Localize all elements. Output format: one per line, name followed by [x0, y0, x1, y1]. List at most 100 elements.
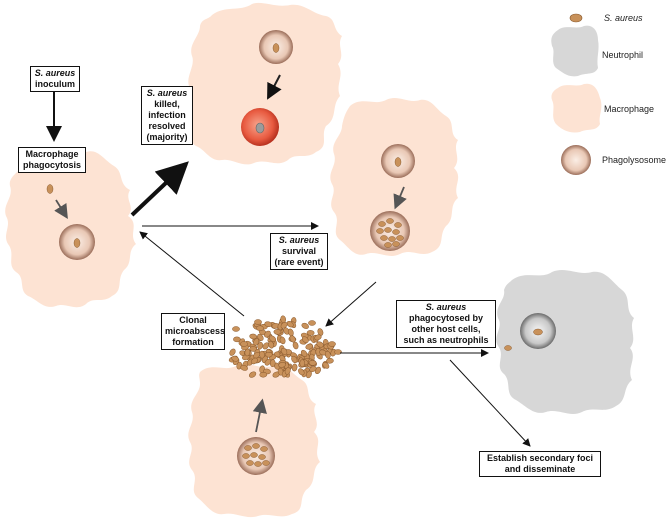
abscess-bacterium — [291, 355, 298, 364]
abscess-bacterium — [299, 359, 306, 368]
phagocytosed-line2: phagocytosed by — [408, 313, 483, 323]
clonal-line2: microabscess — [165, 326, 226, 336]
microabscess-cluster — [228, 315, 342, 379]
abscess-bacterium — [229, 348, 236, 356]
abscess-bacterium — [278, 361, 286, 368]
abscess-bacterium — [314, 334, 322, 341]
abscess-bacterium — [279, 336, 286, 345]
abscess-bacterium — [264, 321, 272, 328]
phagocytosed-line1: S. aureus — [425, 302, 467, 312]
abscess-bacterium — [253, 351, 261, 359]
secondary-line2: and disseminate — [504, 464, 576, 474]
abscess-bacterium — [280, 322, 288, 329]
killed-line5: (majority) — [146, 132, 188, 142]
secondary-box: Establish secondary foci and disseminate — [479, 451, 601, 477]
abscess-bacterium — [286, 321, 294, 328]
abscess-bacterium — [240, 341, 248, 347]
legend-s-aureus-icon — [569, 13, 583, 23]
legend-neutrophil-icon — [551, 25, 599, 77]
arrow-bottom-inner — [252, 398, 267, 433]
abscess-bacterium — [326, 358, 334, 364]
abscess-bacterium — [325, 350, 331, 359]
abscess-bacterium — [306, 330, 315, 336]
arrow-survival-to-abscess — [325, 281, 377, 327]
secondary-line1: Establish secondary foci — [486, 453, 594, 463]
phagocytosis-line2: phagocytosis — [22, 160, 81, 170]
abscess-bacterium — [264, 358, 272, 366]
abscess-bacterium — [291, 363, 298, 372]
abscess-bacterium — [259, 371, 268, 378]
abscess-bacterium — [305, 343, 313, 350]
survival-line3: (rare event) — [274, 257, 324, 267]
abscess-bacterium — [254, 319, 262, 325]
abscess-bacterium — [232, 326, 240, 332]
abscess-bacterium — [273, 329, 282, 335]
s-aureus-bacterium — [504, 345, 512, 351]
killed-box: S. aureus killed, infection resolved (ma… — [141, 86, 193, 145]
arrow-abscess-to-macrophage — [139, 231, 245, 317]
abscess-bacterium — [322, 362, 330, 369]
arrow-top-inner — [267, 74, 282, 100]
killed-line3: infection — [148, 110, 186, 120]
abscess-bacterium — [257, 341, 263, 350]
phagocytosed-line3: other host cells, — [411, 324, 481, 334]
abscess-bacterium — [262, 342, 270, 350]
abscess-bacterium — [264, 330, 271, 338]
s-aureus-bacterium — [533, 328, 543, 336]
phagocytosed-box: S. aureus phagocytosed by other host cel… — [396, 300, 496, 348]
s-aureus-bacterium — [73, 238, 81, 248]
phagocytosed-line4: such as neutrophils — [403, 335, 489, 345]
inoculum-box: S. aureus inoculum — [30, 66, 80, 92]
abscess-bacterium — [268, 335, 277, 342]
legend-label-s-aureus: S. aureus — [604, 13, 643, 23]
killed-line2: killed, — [154, 99, 180, 109]
clonal-line3: formation — [172, 337, 214, 347]
survival-box: S. aureus survival (rare event) — [270, 233, 328, 270]
abscess-bacterium — [244, 348, 251, 357]
arrow-right-inner — [393, 186, 407, 210]
phagocytosis-box: Macrophage phagocytosis — [18, 147, 86, 173]
legend-macrophage-icon — [551, 83, 602, 133]
abscess-bacterium — [308, 320, 316, 326]
abscess-bacterium — [316, 341, 324, 348]
abscess-bacterium — [280, 347, 288, 355]
arrow-to-secondary — [449, 359, 531, 447]
abscess-bacterium — [301, 336, 309, 344]
clonal-line1: Clonal — [179, 315, 207, 325]
abscess-bacterium — [317, 328, 324, 336]
survival-line2: survival — [281, 246, 317, 256]
abscess-bacterium — [308, 360, 317, 366]
killed-bacterium — [255, 122, 265, 134]
legend-phagolysosome-icon — [561, 145, 591, 175]
inoculum-line1: S. aureus — [34, 68, 76, 78]
survival-line1: S. aureus — [278, 235, 320, 245]
macrophage-top — [188, 2, 342, 165]
abscess-bacterium — [250, 357, 258, 365]
abscess-bacterium — [292, 341, 299, 350]
legend-label-phagolysosome: Phagolysosome — [602, 155, 667, 165]
killed-line1: S. aureus — [146, 88, 188, 98]
abscess-bacterium — [287, 328, 294, 337]
abscess-bacterium — [269, 359, 276, 368]
phagocytosis-line1: Macrophage — [25, 149, 79, 159]
killed-line4: resolved — [148, 121, 186, 131]
abscess-bacterium — [328, 341, 336, 347]
bacteria-cluster-bottom — [242, 443, 270, 467]
s-aureus-bacterium — [394, 157, 402, 167]
abscess-bacterium — [231, 355, 239, 362]
neutrophil-cell — [496, 270, 634, 414]
legend-label-neutrophil: Neutrophil — [602, 50, 644, 60]
bacteria-cluster-right — [376, 218, 404, 248]
abscess-bacterium — [277, 367, 284, 376]
abscess-bacterium — [240, 365, 248, 371]
abscess-bacterium — [300, 349, 308, 357]
abscess-bacterium — [301, 322, 309, 329]
s-aureus-bacterium — [272, 43, 280, 53]
arrow-left-inner — [54, 199, 68, 220]
abscess-bacterium — [249, 371, 257, 378]
abscess-bacterium — [256, 325, 264, 332]
s-aureus-bacterium — [46, 184, 54, 194]
abscess-bacterium — [298, 368, 305, 376]
abscess-bacterium — [284, 367, 291, 375]
